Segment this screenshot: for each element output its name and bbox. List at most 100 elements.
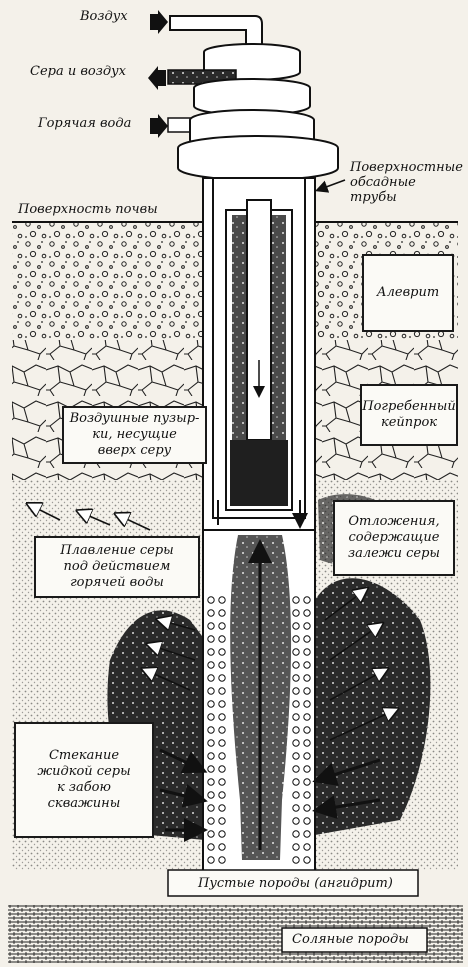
- perforation-hole: [293, 779, 299, 785]
- perforation-hole: [304, 688, 310, 694]
- air-label: Воздух: [80, 9, 128, 24]
- perforation-hole: [208, 623, 214, 629]
- perforation-hole: [293, 727, 299, 733]
- arrow-in-icon: [150, 10, 168, 34]
- perforation-hole: [293, 675, 299, 681]
- perforation-hole: [219, 844, 225, 850]
- perforation-hole: [208, 805, 214, 811]
- perforation-hole: [219, 623, 225, 629]
- sulfur-air-label: Сера и воздух: [30, 64, 126, 79]
- perforation-hole: [304, 753, 310, 759]
- perforation-hole: [219, 753, 225, 759]
- siltstone-box: Алеврит: [362, 254, 454, 332]
- perforation-hole: [293, 649, 299, 655]
- perforation-hole: [304, 792, 310, 798]
- perforation-hole: [304, 714, 310, 720]
- perforation-hole: [304, 649, 310, 655]
- air-pipe: [247, 200, 271, 440]
- perforation-hole: [304, 675, 310, 681]
- perforation-hole: [208, 831, 214, 837]
- perforation-hole: [208, 714, 214, 720]
- perforation-hole: [304, 610, 310, 616]
- hot-water-label: Горячая вода: [38, 116, 131, 131]
- perforation-hole: [208, 610, 214, 616]
- perforation-hole: [219, 610, 225, 616]
- well-head: [168, 16, 338, 180]
- perforation-hole: [219, 740, 225, 746]
- buried-caprock-box: Погребенный кейпрок: [360, 384, 458, 446]
- perforation-hole: [293, 753, 299, 759]
- perforation-hole: [304, 623, 310, 629]
- perforation-hole: [304, 727, 310, 733]
- perforation-hole: [208, 753, 214, 759]
- perforation-hole: [219, 727, 225, 733]
- perforation-hole: [219, 662, 225, 668]
- perforation-hole: [293, 740, 299, 746]
- perforation-hole: [208, 649, 214, 655]
- perforation-hole: [219, 779, 225, 785]
- perforation-hole: [293, 610, 299, 616]
- perforation-hole: [208, 779, 214, 785]
- perforation-hole: [219, 831, 225, 837]
- perforation-hole: [304, 636, 310, 642]
- drainage-box: Стекание жидкой серы к забою скважины: [14, 722, 154, 838]
- arrow-out-icon: [148, 66, 166, 90]
- perforation-hole: [219, 688, 225, 694]
- perforation-hole: [293, 818, 299, 824]
- perforation-hole: [208, 844, 214, 850]
- perforation-hole: [304, 701, 310, 707]
- perforation-hole: [219, 701, 225, 707]
- perforation-hole: [219, 766, 225, 772]
- perforation-hole: [208, 727, 214, 733]
- perforation-hole: [208, 688, 214, 694]
- barren-rock-label: Пустые породы (ангидрит): [198, 876, 393, 891]
- perforation-hole: [219, 805, 225, 811]
- perforation-hole: [304, 857, 310, 863]
- perforation-hole: [208, 662, 214, 668]
- perforation-hole: [208, 701, 214, 707]
- perforation-hole: [219, 636, 225, 642]
- perforation-hole: [293, 688, 299, 694]
- perforation-hole: [293, 636, 299, 642]
- perforation-hole: [304, 805, 310, 811]
- perforation-hole: [293, 766, 299, 772]
- perforation-hole: [208, 675, 214, 681]
- perforation-hole: [219, 857, 225, 863]
- perforation-hole: [304, 831, 310, 837]
- perforation-hole: [293, 844, 299, 850]
- perforation-hole: [293, 714, 299, 720]
- perforation-hole: [219, 714, 225, 720]
- perforation-hole: [304, 779, 310, 785]
- perforation-hole: [293, 792, 299, 798]
- sulfur-column-bottom: [230, 440, 288, 506]
- perforation-hole: [208, 818, 214, 824]
- perforation-hole: [293, 662, 299, 668]
- perforation-hole: [208, 636, 214, 642]
- perforation-hole: [208, 740, 214, 746]
- perforation-hole: [219, 649, 225, 655]
- perforation-hole: [208, 597, 214, 603]
- perforation-hole: [219, 792, 225, 798]
- perforation-hole: [219, 675, 225, 681]
- perforation-hole: [304, 662, 310, 668]
- perforation-hole: [293, 831, 299, 837]
- arrow-in-icon: [150, 114, 168, 138]
- perforation-hole: [293, 857, 299, 863]
- perforation-hole: [208, 792, 214, 798]
- perforation-hole: [293, 701, 299, 707]
- ground-surface-label: Поверхность почвы: [18, 202, 158, 217]
- perforation-hole: [219, 818, 225, 824]
- perforation-hole: [293, 805, 299, 811]
- air-bubbles-box: Воздушные пузыр- ки, несущие вверх серу: [62, 406, 207, 464]
- perforation-hole: [208, 766, 214, 772]
- perforation-hole: [293, 623, 299, 629]
- melting-box: Плавление серы под действием горячей вод…: [34, 536, 200, 598]
- perforation-hole: [304, 844, 310, 850]
- perforation-hole: [208, 857, 214, 863]
- perforation-hole: [304, 740, 310, 746]
- perforation-hole: [304, 818, 310, 824]
- perforation-hole: [304, 766, 310, 772]
- salt-rock-label: Соляные породы: [292, 932, 409, 947]
- sulfur-deposits-box: Отложения, содержащие залежи серы: [333, 500, 455, 576]
- perforation-hole: [293, 597, 299, 603]
